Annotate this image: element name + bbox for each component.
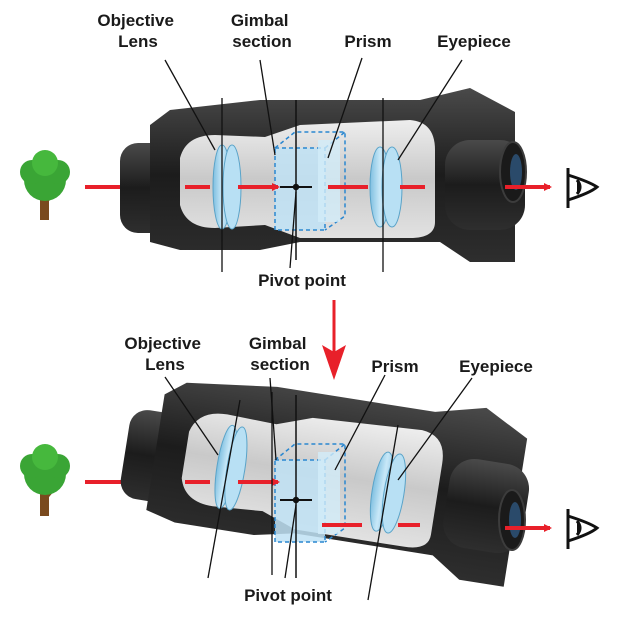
eyepiece-label: Eyepiece bbox=[437, 32, 511, 51]
leader-lines bbox=[164, 57, 463, 269]
pivot-point-label: Pivot point bbox=[244, 586, 332, 605]
eyepiece-lens bbox=[369, 451, 407, 534]
bottom-binocular: Objective Lens Gimbal section Prism Eyep… bbox=[20, 334, 600, 605]
prism-label: Prism bbox=[371, 357, 418, 376]
pivot-point-marker bbox=[280, 395, 312, 578]
gimbal-section-label: Gimbal section bbox=[231, 11, 293, 51]
light-ray-path bbox=[185, 478, 552, 532]
tree-icon bbox=[20, 150, 70, 220]
objective-lens bbox=[212, 144, 242, 230]
eyepiece-lens bbox=[369, 146, 403, 228]
section-lines bbox=[207, 392, 399, 601]
objective-lens-label: Objective Lens bbox=[97, 11, 178, 51]
gimbal-section-label: Gimbal section bbox=[249, 334, 311, 374]
eye-icon bbox=[566, 168, 600, 208]
leader-lines bbox=[164, 374, 473, 579]
eye-icon bbox=[566, 509, 600, 549]
gimbal-prism-assembly bbox=[274, 131, 346, 231]
section-lines bbox=[221, 98, 384, 272]
eyepiece-label: Eyepiece bbox=[459, 357, 533, 376]
pivot-point-label: Pivot point bbox=[258, 271, 346, 290]
pivot-point-marker bbox=[280, 100, 312, 260]
top-binocular: Objective Lens Gimbal section Prism Eyep… bbox=[20, 11, 600, 290]
objective-lens-label: Objective Lens bbox=[124, 334, 205, 374]
prism-label: Prism bbox=[344, 32, 391, 51]
transition-arrow bbox=[322, 300, 346, 380]
tree-icon bbox=[20, 444, 70, 516]
